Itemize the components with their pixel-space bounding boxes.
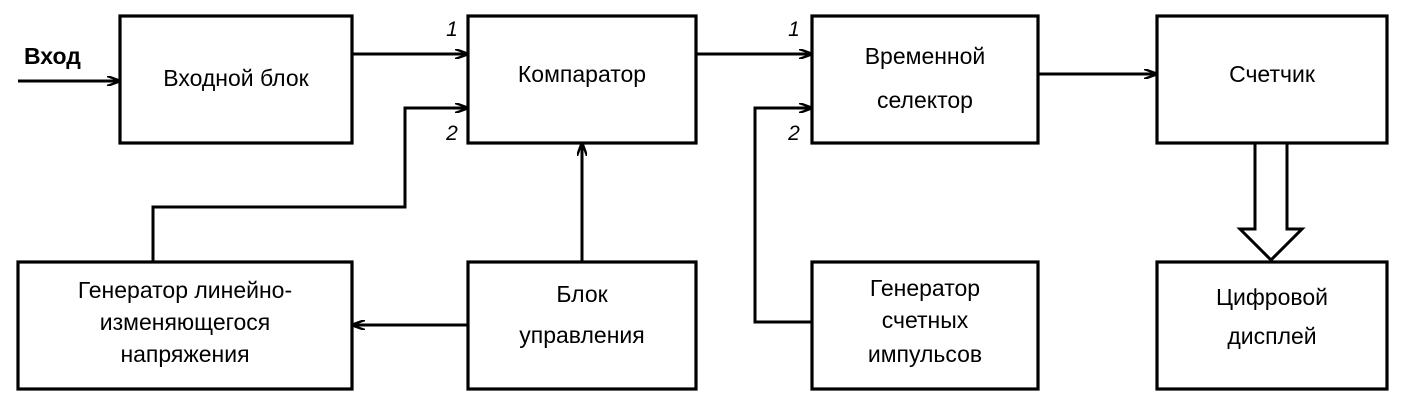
control-block [466, 260, 698, 391]
ramp-generator-block [16, 260, 354, 391]
time-selector-block [810, 14, 1040, 145]
pulse-generator-label-line3: импульсов [868, 341, 982, 367]
comparator-port-1: 1 [446, 18, 458, 41]
time-selector-label-line2: селектор [877, 87, 973, 113]
pulse-generator-label-line1: Генератор [870, 275, 980, 301]
ramp-generator-label-line2: изменяющегося [100, 309, 271, 335]
ramp-generator-label-line1: Генератор линейно- [78, 277, 292, 303]
pulse-generator-label-line2: счетных [882, 307, 969, 333]
counter-to-display-bus-arrow [1236, 141, 1306, 263]
comparator-block [466, 14, 698, 145]
digital-display-label-line2: дисплей [1227, 323, 1316, 349]
digital-display-block [1155, 260, 1389, 391]
input-label: Вход [24, 43, 81, 69]
counter-block [1155, 14, 1389, 145]
pulse-generator-block [810, 260, 1040, 391]
digital-display-label-line1: Цифровой [1216, 284, 1328, 310]
selector-port-1: 1 [788, 18, 800, 41]
ramp-generator-label-line3: напряжения [120, 341, 249, 367]
comparator-label: Компаратор [518, 61, 646, 87]
control-block-label-line2: управления [519, 322, 644, 348]
ramp-to-comparator-wire [151, 108, 468, 262]
control-block-label-line1: Блок [556, 281, 608, 307]
input-block-label: Входной блок [163, 65, 309, 91]
input-block [118, 14, 354, 145]
counter-label: Счетчик [1229, 61, 1316, 87]
selector-port-2: 2 [787, 122, 800, 145]
pulse-to-selector-wire [753, 108, 812, 324]
time-selector-label-line1: Временной [865, 43, 986, 69]
comparator-port-2: 2 [445, 122, 458, 145]
